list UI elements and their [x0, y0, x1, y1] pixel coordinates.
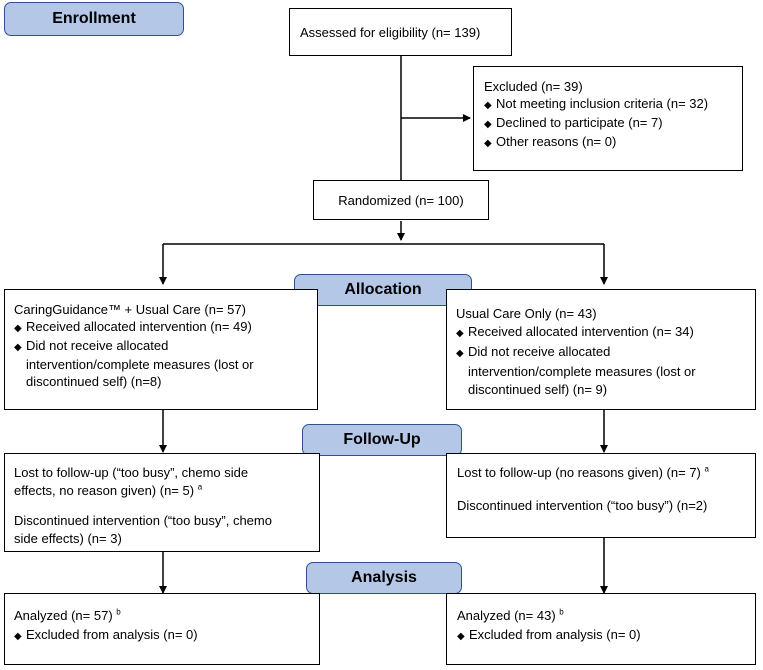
right-allocation-title: Usual Care Only (n= 43): [456, 306, 597, 321]
footnote-a: a: [197, 482, 203, 492]
left-allocation-not-received-line3: discontinued self) (n=8): [26, 374, 162, 389]
right-allocation-box: Usual Care Only (n= 43) ◆Received alloca…: [446, 289, 756, 410]
bullet-diamond-icon: ◆: [14, 342, 22, 353]
footnote-b: b: [559, 607, 564, 617]
bullet-diamond-icon: ◆: [457, 631, 465, 642]
footnote-b: b: [116, 607, 121, 617]
left-allocation-not-received: ◆Did not receive allocated: [14, 337, 317, 356]
left-allocation-title: CaringGuidance™ + Usual Care (n= 57): [14, 302, 246, 317]
left-analysis-box: Analyzed (n= 57) b ◆Excluded from analys…: [4, 593, 320, 665]
left-followup-lost-line1: Lost to follow-up (“too busy”, chemo sid…: [14, 465, 249, 480]
left-followup-box: Lost to follow-up (“too busy”, chemo sid…: [4, 453, 320, 552]
stage-analysis-label: Analysis: [351, 569, 417, 586]
left-allocation-box: CaringGuidance™ + Usual Care (n= 57) ◆Re…: [4, 289, 318, 410]
stage-follow-up-label: Follow-Up: [343, 431, 421, 448]
left-followup-discontinued-line2: side effects) (n= 3): [14, 531, 122, 546]
right-allocation-received: ◆Received allocated intervention (n= 34): [456, 323, 755, 343]
bullet-diamond-icon: ◆: [484, 100, 492, 111]
bullet-diamond-icon: ◆: [484, 138, 492, 149]
footnote-a: a: [704, 464, 709, 474]
excluded-item: ◆Not meeting inclusion criteria (n= 32): [484, 95, 742, 114]
bullet-diamond-icon: ◆: [456, 328, 464, 339]
bullet-diamond-icon: ◆: [14, 323, 22, 334]
excluded-item: ◆Other reasons (n= 0): [484, 133, 742, 152]
right-allocation-not-received-line2: intervention/complete measures (lost or: [468, 364, 696, 379]
stage-analysis: Analysis: [306, 562, 462, 594]
excluded-box: Excluded (n= 39) ◆Not meeting inclusion …: [473, 66, 743, 171]
bullet-diamond-icon: ◆: [14, 631, 22, 642]
right-analysis-analyzed: Analyzed (n= 43) b: [457, 607, 564, 623]
randomized-box: Randomized (n= 100): [313, 180, 489, 220]
right-analysis-box: Analyzed (n= 43) b ◆Excluded from analys…: [446, 593, 756, 665]
left-allocation-received: ◆Received allocated intervention (n= 49): [14, 318, 317, 337]
stage-enrollment: Enrollment: [4, 2, 184, 36]
right-followup-box: Lost to follow-up (no reasons given) (n=…: [446, 453, 756, 538]
right-analysis-excluded: ◆Excluded from analysis (n= 0): [457, 625, 755, 646]
right-followup-discontinued: Discontinued intervention (“too busy”) (…: [457, 498, 708, 513]
excluded-title: Excluded (n= 39): [484, 79, 583, 94]
left-analysis-excluded: ◆Excluded from analysis (n= 0): [14, 625, 319, 646]
stage-follow-up: Follow-Up: [302, 424, 462, 456]
right-allocation-not-received: ◆Did not receive allocated: [456, 343, 755, 363]
randomized-label: Randomized (n= 100): [338, 192, 464, 208]
left-followup-discontinued-line1: Discontinued intervention (“too busy”, c…: [14, 513, 272, 528]
left-analysis-analyzed: Analyzed (n= 57) b: [14, 607, 121, 623]
stage-enrollment-label: Enrollment: [52, 10, 136, 27]
excluded-item: ◆Declined to participate (n= 7): [484, 114, 742, 133]
bullet-diamond-icon: ◆: [456, 348, 464, 359]
right-followup-lost: Lost to follow-up (no reasons given) (n=…: [457, 464, 709, 480]
bullet-diamond-icon: ◆: [484, 119, 492, 130]
stage-allocation-label: Allocation: [344, 281, 422, 298]
assessed-box: Assessed for eligibility (n= 139): [289, 8, 512, 56]
assessed-label: Assessed for eligibility (n= 139): [300, 24, 481, 40]
left-followup-lost-line2: effects, no reason given) (n= 5) a: [14, 482, 203, 498]
right-allocation-not-received-line3: discontinued self) (n= 9): [468, 382, 608, 397]
left-allocation-not-received-line2: intervention/complete measures (lost or: [26, 357, 254, 372]
